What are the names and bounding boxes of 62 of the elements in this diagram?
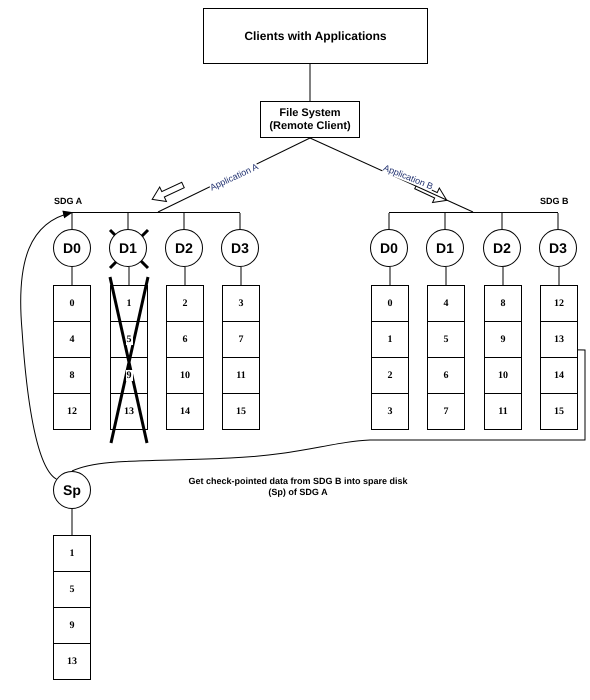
connector-line (72, 349, 586, 472)
data-block: 8 (484, 285, 522, 322)
group-label: SDG B (540, 196, 569, 206)
data-block: 1 (371, 321, 409, 358)
data-block: 5 (53, 571, 91, 608)
disk-circle: Sp (53, 471, 91, 509)
connector-line (388, 212, 390, 230)
disk-circle: D3 (221, 229, 259, 267)
data-block: 7 (427, 393, 465, 430)
connector-line (184, 266, 186, 286)
data-block: 15 (222, 393, 260, 430)
data-block: 8 (53, 357, 91, 394)
data-block: 6 (427, 357, 465, 394)
data-block: 12 (53, 393, 91, 430)
data-block: 9 (484, 321, 522, 358)
data-block: 3 (371, 393, 409, 430)
data-block: 1 (110, 285, 148, 322)
data-block: 5 (110, 321, 148, 358)
data-block: 2 (166, 285, 204, 322)
disk-circle: D0 (53, 229, 91, 267)
disk-circle: D2 (483, 229, 521, 267)
disk-circle: D1 (426, 229, 464, 267)
bus-line (389, 212, 558, 213)
data-block: 12 (540, 285, 578, 322)
data-block: 1 (53, 535, 91, 572)
connector-line (128, 266, 130, 286)
data-block: 13 (540, 321, 578, 358)
disk-circle: D2 (165, 229, 203, 267)
connector-line (444, 212, 446, 230)
disk-circle: D3 (539, 229, 577, 267)
group-label: SDG A (54, 196, 82, 206)
data-block: 11 (484, 393, 522, 430)
data-block: 4 (53, 321, 91, 358)
data-block: 13 (53, 643, 91, 680)
connector-line (240, 266, 242, 286)
data-block: 9 (110, 357, 148, 394)
data-block: 0 (53, 285, 91, 322)
bus-line (72, 212, 240, 213)
data-block: 14 (540, 357, 578, 394)
data-block: 10 (484, 357, 522, 394)
data-block: 7 (222, 321, 260, 358)
data-block: 9 (53, 607, 91, 644)
data-block: 3 (222, 285, 260, 322)
disk-circle: D0 (370, 229, 408, 267)
connector-line (20, 211, 73, 480)
data-block: 6 (166, 321, 204, 358)
data-block: 15 (540, 393, 578, 430)
data-block: 11 (222, 357, 260, 394)
connector-line (558, 266, 560, 286)
data-block: 0 (371, 285, 409, 322)
process-box: File System (Remote Client) (260, 101, 360, 138)
data-block: 2 (371, 357, 409, 394)
data-block: 14 (166, 393, 204, 430)
disk-circle: D1 (109, 229, 147, 267)
data-block: 5 (427, 321, 465, 358)
data-block: 13 (110, 393, 148, 430)
data-block: 4 (427, 285, 465, 322)
process-box: Clients with Applications (203, 8, 428, 64)
note-text: Get check-pointed data from SDG B into spare disk (Sp) of SDG A (188, 476, 408, 498)
connector-line (502, 266, 504, 286)
connector-line (310, 138, 474, 212)
data-block: 10 (166, 357, 204, 394)
